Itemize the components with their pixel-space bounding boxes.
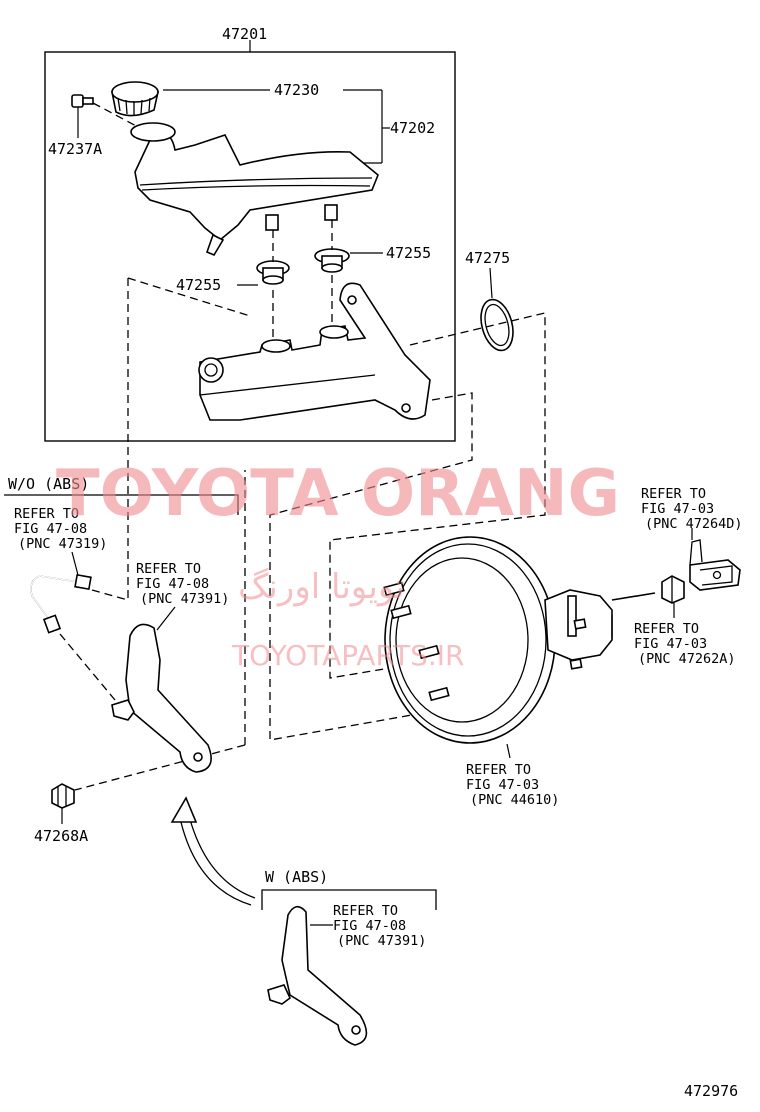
ref-47262A-line2: FIG 47-03 (634, 636, 707, 652)
reservoir-grommet-left (256, 260, 290, 285)
part-label-47255-right: 47255 (386, 244, 431, 262)
ref-47319-line2: FIG 47-08 (14, 521, 87, 537)
part-label-47268A: 47268A (34, 827, 88, 845)
ref-47319-line3: (PNC 47319) (18, 536, 107, 552)
o-ring (480, 298, 514, 352)
brake-booster (383, 536, 656, 744)
ref-44610-line3: (PNC 44610) (470, 792, 559, 808)
direction-arrow (170, 796, 256, 906)
figure-number: 472976 (684, 1082, 738, 1100)
bracket-with-abs (267, 905, 368, 1046)
watermark-brand: TOYOTA ORANG (56, 457, 620, 531)
watermark-persian: تویوتا اورنگ (238, 567, 405, 607)
ref-47264D-line3: (PNC 47264D) (645, 516, 743, 532)
section-label-w-abs: W (ABS) (265, 868, 328, 886)
reservoir-screw (71, 94, 94, 108)
ref-47391-top-line2: FIG 47-08 (136, 576, 209, 592)
reservoir-cap (111, 81, 159, 117)
part-label-47230: 47230 (274, 81, 319, 99)
part-label-47275: 47275 (465, 249, 510, 267)
watermark-site: TOYOTAPARTS.IR (231, 639, 464, 672)
assembly-lines (74, 277, 546, 791)
ref-47391-top-line1: REFER TO (136, 561, 201, 577)
ref-47264D-line2: FIG 47-03 (641, 501, 714, 517)
push-rod-nut (661, 575, 685, 604)
ref-47391-bottom-line2: FIG 47-08 (333, 918, 406, 934)
ref-47264D-line1: REFER TO (641, 486, 706, 502)
bracket-without-abs (111, 623, 212, 773)
ref-47262A-line3: (PNC 47262A) (638, 651, 736, 667)
push-rod-clevis (689, 539, 741, 591)
ref-47391-top-line3: (PNC 47391) (140, 591, 229, 607)
ref-47319-line1: REFER TO (14, 506, 79, 522)
booster-studs (383, 581, 450, 702)
brake-tube (30, 573, 92, 634)
nut-47268A (51, 783, 75, 809)
part-label-47237A: 47237A (48, 140, 102, 158)
ref-44610-line1: REFER TO (466, 762, 531, 778)
reservoir-grommet-right (314, 248, 350, 273)
master-cylinder-body (198, 282, 431, 421)
part-label-47201: 47201 (222, 25, 267, 43)
section-label-wo-abs: W/O (ABS) (8, 475, 89, 493)
brake-fluid-reservoir (130, 122, 379, 257)
ref-44610-line2: FIG 47-03 (466, 777, 539, 793)
ref-47391-bottom-line3: (PNC 47391) (337, 933, 426, 949)
ref-47391-bottom-line1: REFER TO (333, 903, 398, 919)
ref-47262A-line1: REFER TO (634, 621, 699, 637)
part-label-47202: 47202 (390, 119, 435, 137)
part-label-47255-left: 47255 (176, 276, 221, 294)
